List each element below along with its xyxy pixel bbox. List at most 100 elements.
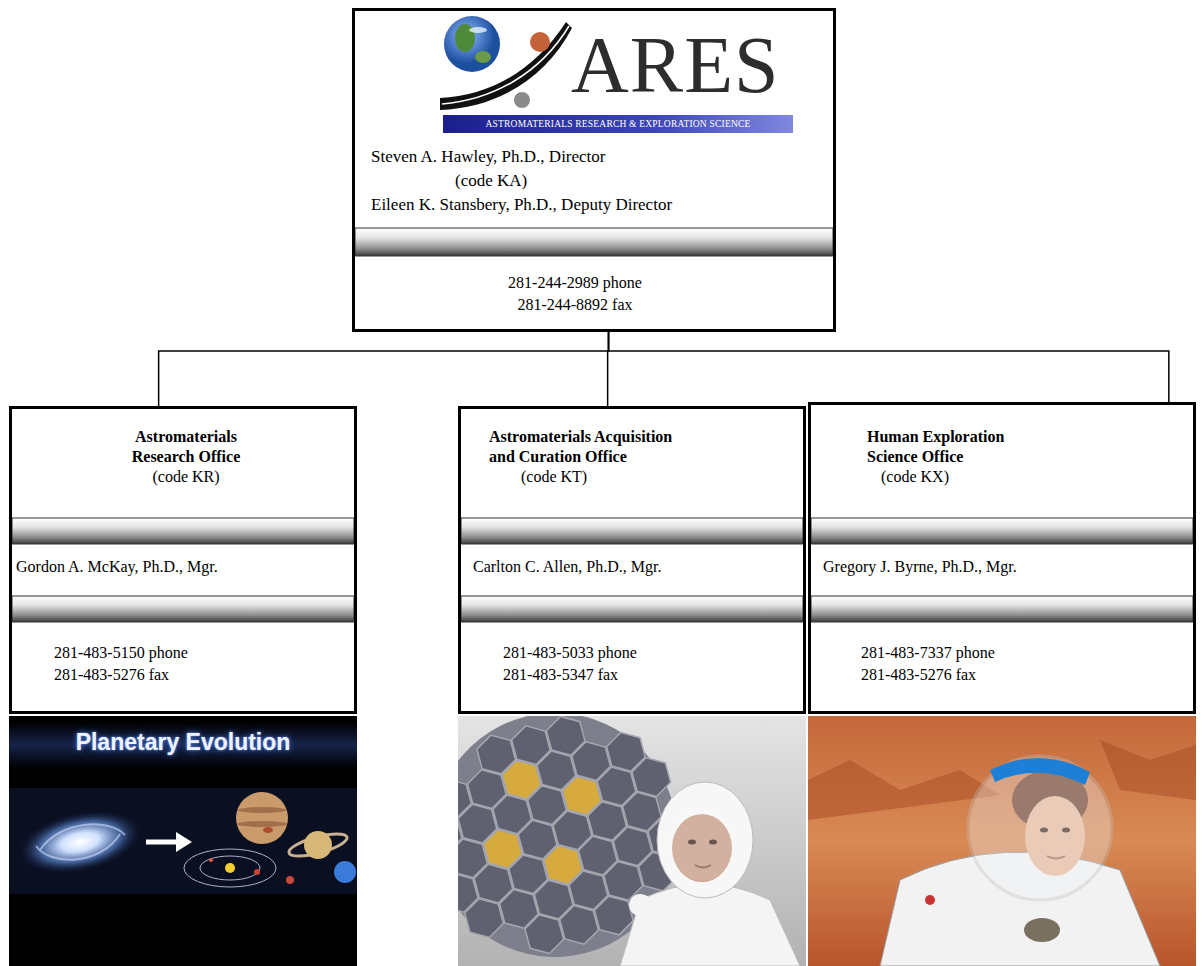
- planetary-evolution-picture: [254, 869, 260, 875]
- curation-photo: [640, 905, 700, 930]
- astronaut-painting: [1024, 918, 1060, 942]
- curation-photo: [657, 782, 753, 898]
- planetary-evolution-picture: [334, 861, 356, 883]
- divider-bars: [12, 228, 1193, 622]
- connector-line: [609, 332, 1169, 402]
- planetary-evolution-picture: [36, 824, 125, 859]
- planetary-evolution-picture: [237, 821, 287, 827]
- office-code-holder: (code KX): [881, 467, 1031, 487]
- divider-bars: [461, 596, 803, 622]
- divider-bars: [811, 518, 1193, 544]
- manager-name: Gregory J. Byrne, Ph.D., Mgr.: [823, 557, 1183, 577]
- fax-number: 281-483-5347 fax: [503, 665, 783, 685]
- astronaut-painting: [968, 756, 1112, 900]
- astronaut-painting: [1100, 740, 1196, 800]
- office-code: (code KX): [881, 467, 1031, 487]
- ares-logo: [440, 16, 572, 110]
- fax-number-holder: 281-483-5276 fax: [54, 665, 334, 685]
- curation-photo: [458, 716, 806, 966]
- logo-wordmark: ARES: [571, 25, 801, 105]
- planetary-evolution-picture: [200, 856, 260, 880]
- office-title: Human Exploration Science Office: [867, 427, 1027, 467]
- phone-number-holder: 281-483-5033 phone: [503, 643, 783, 663]
- curation-photo: [557, 901, 601, 949]
- divider-bars: [461, 518, 803, 544]
- logo-wordmark-holder: ARES: [571, 25, 801, 105]
- picture-caption: Planetary Evolution: [9, 728, 357, 756]
- phone-number: 281-483-5150 phone: [54, 643, 334, 663]
- fax-number: 281-483-5276 fax: [861, 665, 1161, 685]
- astronaut-painting: [990, 758, 1090, 785]
- office-title-holder: Astromaterials Research Office: [111, 427, 261, 467]
- director-box: ARES ASTROMATERIALS RESEARCH & EXPLORATIO…: [352, 8, 836, 332]
- fax-number-holder: 281-483-5347 fax: [503, 665, 783, 685]
- planetary-evolution-picture: [9, 716, 357, 966]
- ares-logo: [469, 27, 487, 33]
- office-title-holder: Human Exploration Science Office: [867, 427, 1027, 467]
- label-holder: Planetary Evolution: [9, 728, 357, 756]
- fax-number: 281-483-5276 fax: [54, 665, 334, 685]
- planetary-evolution-picture: [146, 840, 176, 845]
- office-code: (code KT): [521, 467, 671, 487]
- phone-number: 281-244-2989 phone: [355, 273, 795, 293]
- curation-photo: [462, 894, 506, 942]
- ares-logo: [475, 51, 491, 63]
- director-name-holder: Steven A. Hawley, Ph.D., Director (code …: [371, 145, 637, 193]
- astronaut-painting: [960, 925, 1025, 932]
- office-box: Astromaterials Acquisition and Curation …: [458, 406, 806, 714]
- astronaut-painting: [808, 716, 1196, 966]
- manager-name: Carlton C. Allen, Ph.D., Mgr.: [473, 557, 803, 577]
- phone-number: 281-483-5033 phone: [503, 643, 783, 663]
- curation-photo: [670, 809, 734, 881]
- office-code: (code KR): [111, 467, 261, 487]
- logo-banner-holder: ASTROMATERIALS RESEARCH & EXPLORATION SC…: [443, 115, 793, 133]
- manager-name-holder: Carlton C. Allen, Ph.D., Mgr.: [473, 557, 803, 577]
- planetary-evolution-picture: [236, 792, 288, 844]
- manager-name: Gordon A. McKay, Ph.D., Mgr.: [16, 557, 356, 577]
- planetary-evolution-picture: [9, 722, 357, 768]
- manager-name-holder: Gordon A. McKay, Ph.D., Mgr.: [16, 557, 356, 577]
- phone-number-holder: 281-483-7337 phone: [861, 643, 1161, 663]
- ares-logo: [444, 16, 500, 72]
- planetary-evolution-picture: [286, 876, 294, 884]
- fax-number-holder: 281-483-5276 fax: [861, 665, 1161, 685]
- curation-photo: [522, 910, 566, 958]
- director-name: Steven A. Hawley, Ph.D., Director (code …: [371, 145, 637, 193]
- office-title: Astromaterials Research Office: [111, 427, 261, 467]
- fax-number-holder: 281-244-8892 fax: [355, 295, 795, 315]
- ares-logo: [530, 32, 550, 52]
- planetary-evolution-picture: [238, 807, 286, 813]
- office-box: Human Exploration Science Office(code KX…: [808, 402, 1196, 714]
- astronaut-painting: [808, 716, 1196, 966]
- divider-bars: [811, 596, 1193, 622]
- logo-banner: ASTROMATERIALS RESEARCH & EXPLORATION SC…: [443, 115, 793, 133]
- office-box: Astromaterials Research Office(code KR) G…: [9, 406, 357, 714]
- divider-bars: [12, 518, 354, 544]
- curation-photo: [592, 892, 636, 940]
- divider-bars: [12, 596, 354, 622]
- divider-bars: [355, 228, 833, 256]
- deputy-name: Eileen K. Stansbery, Ph.D., Deputy Direc…: [371, 193, 831, 217]
- office-code-holder: (code KR): [111, 467, 261, 487]
- office-title-holder: Astromaterials Acquisition and Curation …: [489, 427, 689, 467]
- planetary-evolution-picture: [9, 716, 357, 966]
- connector-line: [159, 332, 609, 406]
- planetary-evolution-picture: [225, 863, 235, 873]
- phone-number-holder: 281-244-2989 phone: [355, 273, 795, 293]
- astronaut-painting: [925, 895, 935, 905]
- planetary-evolution-picture: [209, 858, 213, 862]
- planetary-evolution-picture: [11, 799, 149, 884]
- fax-number: 281-244-8892 fax: [355, 295, 795, 315]
- manager-name-holder: Gregory J. Byrne, Ph.D., Mgr.: [823, 557, 1183, 577]
- phone-number-holder: 281-483-5150 phone: [54, 643, 334, 663]
- phone-number: 281-483-7337 phone: [861, 643, 1161, 663]
- office-code-holder: (code KT): [521, 467, 671, 487]
- deputy-name-holder: Eileen K. Stansbery, Ph.D., Deputy Direc…: [371, 193, 831, 217]
- planetary-evolution-picture: [176, 832, 192, 852]
- planetary-evolution-picture: [304, 831, 332, 859]
- planetary-evolution-picture: [263, 827, 273, 833]
- planetary-evolution-picture: [184, 849, 276, 887]
- office-title: Astromaterials Acquisition and Curation …: [489, 427, 689, 467]
- planetary-evolution-picture: [9, 788, 357, 894]
